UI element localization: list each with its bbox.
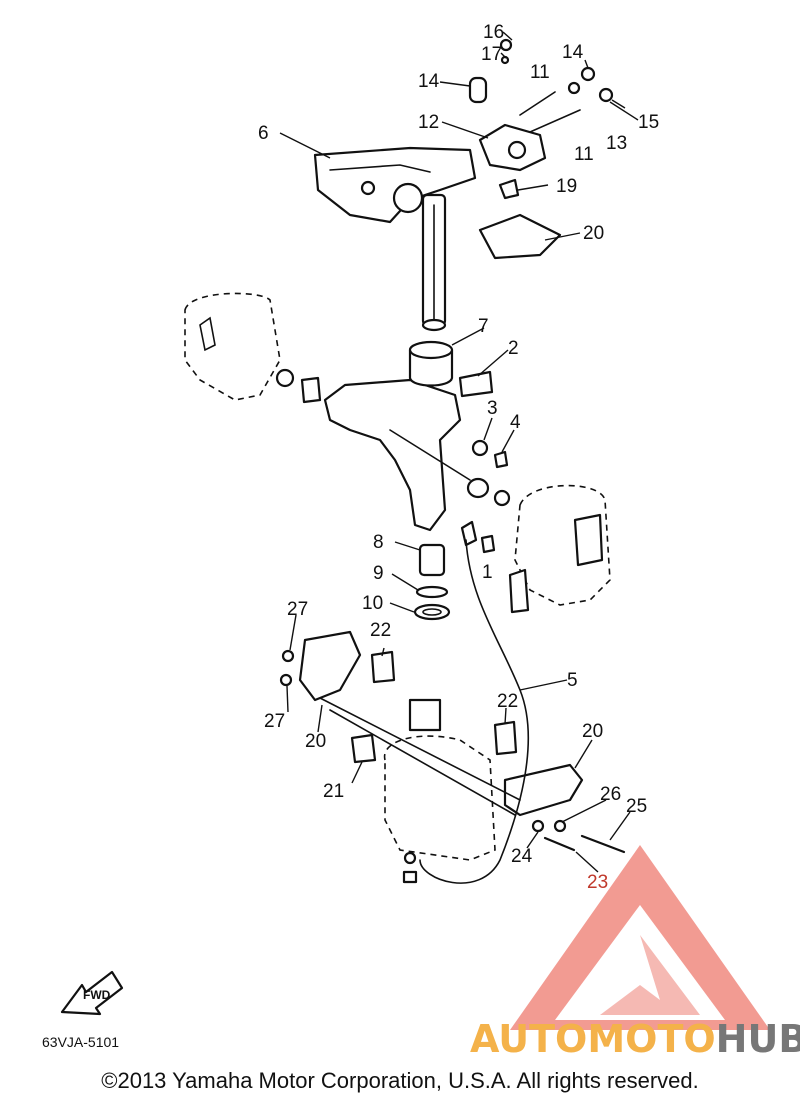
watermark-logo: [510, 845, 770, 1030]
callout-11-top: 11: [530, 62, 550, 83]
callout-10: 10: [362, 593, 383, 614]
fwd-label: FWD: [83, 988, 111, 1002]
callout-22-right: 22: [497, 691, 518, 712]
callout-labels: 16 17 14 12 6 11 11 14 15 13 19 20 7 2 3…: [258, 22, 659, 893]
copyright-notice: ©2013 Yamaha Motor Corporation, U.S.A. A…: [101, 1068, 699, 1093]
callout-12: 12: [418, 112, 439, 133]
callout-8: 8: [373, 532, 384, 553]
callout-19: 17: [481, 44, 502, 65]
callout-20-right: 20: [582, 721, 603, 742]
svg-text:AUTOMOTOHUB: AUTOMOTOHUB: [470, 1017, 800, 1061]
leader-lines: [279, 31, 639, 873]
document-code: 63VJA-5101: [42, 1034, 119, 1050]
callout-25: 25: [626, 796, 647, 817]
callout-24: 24: [511, 846, 533, 867]
watermark-brand-auto: AUTO: [470, 1017, 587, 1061]
callout-14-right: 15: [638, 112, 659, 133]
callout-23: 23: [587, 872, 608, 893]
callout-3: 3: [487, 398, 498, 419]
callout-9: 9: [373, 563, 384, 584]
ground-lead: [419, 539, 530, 884]
callout-27-top: 27: [287, 599, 308, 620]
callout-13: 13: [606, 133, 627, 154]
callout-16: 19: [556, 176, 577, 197]
callout-21: 21: [323, 781, 344, 802]
callout-17: 20: [583, 223, 604, 244]
callout-6: 6: [258, 123, 269, 144]
callout-15: 14: [418, 71, 440, 92]
callout-5: 5: [567, 670, 578, 691]
callout-27-bottom: 27: [264, 711, 285, 732]
right-clamp-bracket: [508, 484, 611, 614]
callout-1: 1: [482, 562, 493, 583]
pivot-housing: [468, 38, 614, 260]
watermark-brand-hub: HUB: [716, 1017, 800, 1061]
callout-18: 16: [483, 22, 504, 43]
watermark-brand-moto: MOTO: [587, 1017, 715, 1061]
lower-bushing-stack: [413, 520, 496, 621]
callout-26: 26: [600, 784, 621, 805]
watermark-text: AUTOMOTOHUB: [470, 1017, 800, 1061]
callout-2: 2: [508, 338, 519, 359]
callout-4: 4: [510, 412, 521, 433]
callout-20-left: 20: [305, 731, 326, 752]
fwd-arrow-icon: FWD: [60, 970, 124, 1016]
callout-14-top: 14: [562, 42, 584, 63]
steering-bracket: [313, 146, 477, 332]
left-clamp-bracket: [184, 292, 322, 404]
callout-11-bottom: 11: [574, 144, 594, 165]
swivel-bracket: [323, 340, 511, 532]
callout-22-left: 22: [370, 620, 391, 641]
callout-7: 7: [478, 316, 489, 337]
